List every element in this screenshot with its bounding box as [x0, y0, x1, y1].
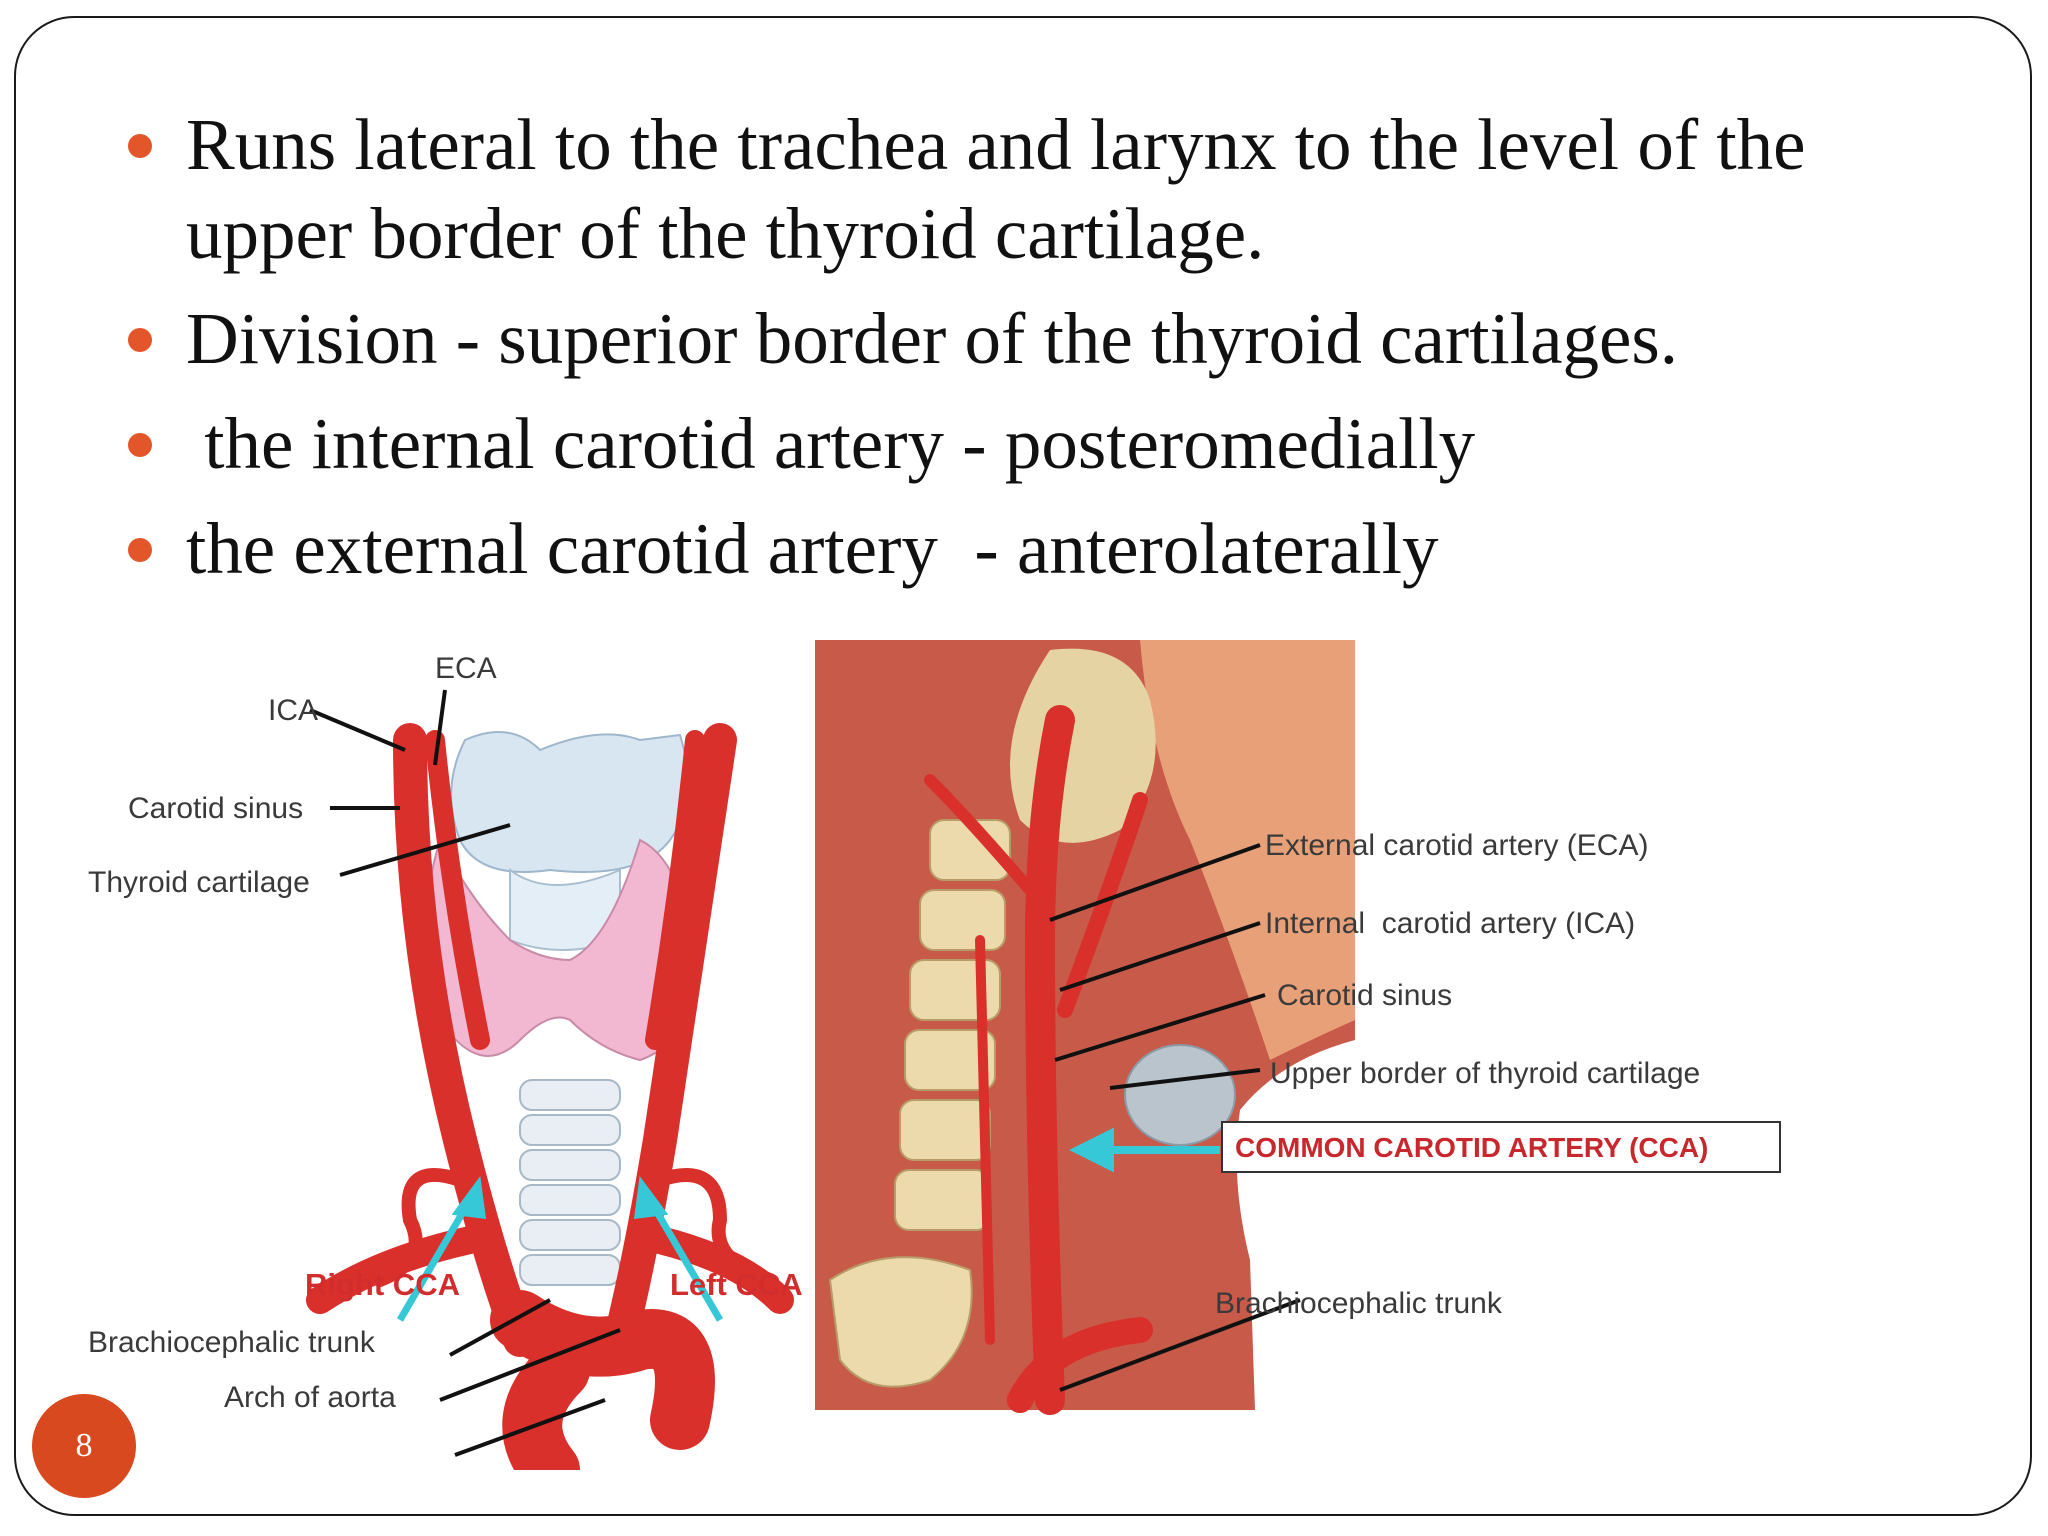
cca-label-box: [1221, 1121, 1781, 1173]
carotid-anterior-illustration: ECA ICA Carotid sinus Thyroid cartilage …: [88, 652, 803, 1470]
trachea: [519, 1079, 621, 1286]
arteries: [306, 723, 794, 1470]
carotid-lateral-illustration: External carotid artery (ECA) Internal c…: [815, 640, 1781, 1415]
lateral-arteries: [924, 705, 1153, 1415]
bullet-dot-icon: [128, 134, 152, 158]
label-common-carotid: COMMON CAROTID ARTERY (CCA): [1235, 1132, 1708, 1163]
bullet-text: the external carotid artery - anterolate…: [186, 508, 1439, 589]
bullet-dot-icon: [128, 433, 152, 457]
bullet-dot-icon: [128, 328, 152, 352]
label-upper-border-thyroid: Upper border of thyroid cartilage: [1270, 1057, 1700, 1090]
bullet-item: the external carotid artery - anterolate…: [120, 504, 1900, 593]
label-carotid-sinus-lateral: Carotid sinus: [1277, 979, 1452, 1012]
label-left-cca: Left CCA: [670, 1267, 803, 1302]
bullet-item: Runs lateral to the trachea and larynx t…: [120, 100, 1900, 278]
label-brachiocephalic-trunk: Brachiocephalic trunk: [88, 1326, 376, 1359]
label-external-carotid: External carotid artery (ECA): [1265, 829, 1648, 862]
bullet-text: Runs lateral to the trachea and larynx t…: [186, 104, 1806, 274]
label-leader-lines: [309, 689, 621, 1457]
label-arch-of-aorta: Arch of aorta: [224, 1381, 396, 1414]
label-carotid-sinus: Carotid sinus: [128, 792, 303, 825]
bullet-item: Division - superior border of the thyroi…: [120, 294, 1900, 383]
bullet-list: Runs lateral to the trachea and larynx t…: [120, 100, 1900, 609]
label-brachiocephalic-trunk-lateral: Brachiocephalic trunk: [1215, 1287, 1503, 1320]
label-right-cca: Right CCA: [305, 1267, 460, 1302]
bullet-item: the internal carotid artery - posteromed…: [120, 399, 1900, 488]
label-internal-carotid: Internal carotid artery (ICA): [1265, 907, 1635, 940]
page-number-badge: 8: [32, 1394, 136, 1498]
cca-pointer-arrows: [396, 1175, 724, 1322]
thyroid-cartilage-lateral: [1124, 1044, 1236, 1146]
cca-pointer-arrow: [1069, 1127, 1220, 1173]
bullet-text: the internal carotid artery - posteromed…: [186, 403, 1476, 484]
lateral-leader-lines: [1049, 843, 1301, 1392]
label-ica: ICA: [268, 694, 318, 727]
bullet-text: Division - superior border of the thyroi…: [186, 298, 1679, 379]
label-thyroid-cartilage: Thyroid cartilage: [88, 866, 310, 899]
label-eca: ECA: [435, 652, 497, 685]
bullet-dot-icon: [128, 538, 152, 562]
